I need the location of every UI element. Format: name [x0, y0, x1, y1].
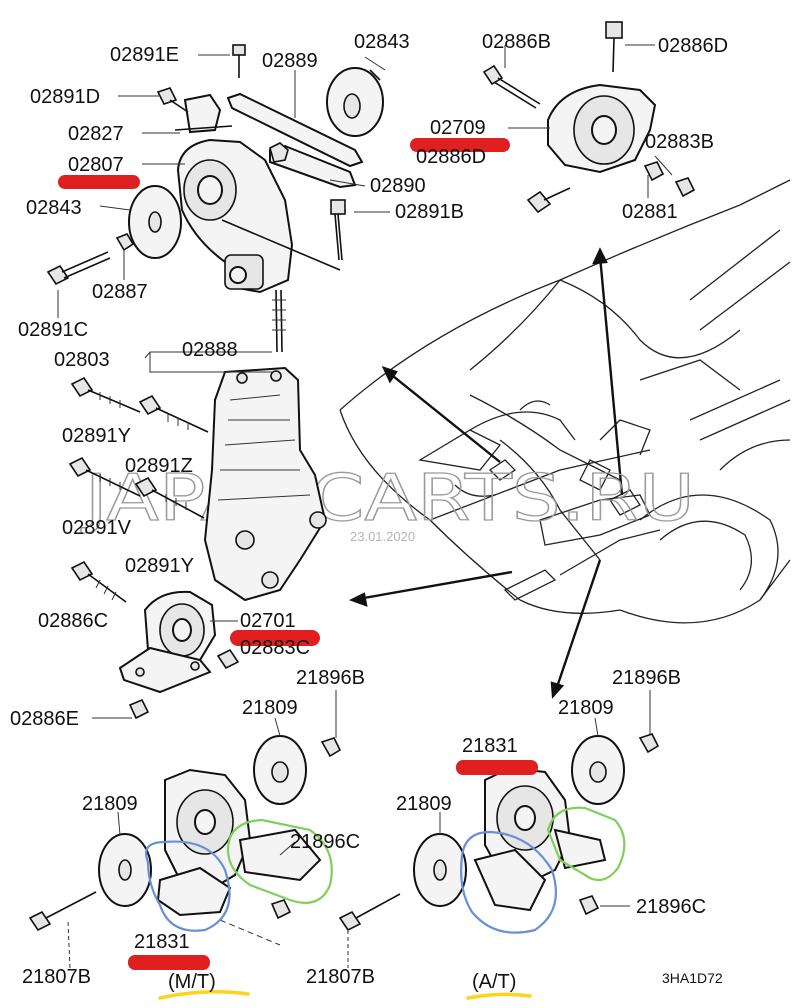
red-highlight-21831-mt: [128, 955, 210, 970]
car-body-sketch: [339, 179, 791, 624]
label-02886E: 02886E: [10, 708, 79, 730]
annotations: [58, 138, 626, 1000]
yellow-underline-at: [466, 992, 532, 1000]
label-02883B: 02883B: [645, 131, 714, 153]
transmission-mount-mt: [28, 735, 401, 969]
label-02827: 02827: [68, 123, 124, 145]
engine-mount-upper-left: [46, 44, 384, 353]
label-21896B-left: 21896B: [296, 667, 365, 689]
yellow-underline-mt: [158, 990, 250, 1000]
label-02701: 02701: [240, 610, 296, 632]
engine-bracket-02803: [68, 366, 327, 603]
blue-circle-mt: [144, 840, 231, 932]
label-21896C-mt: 21896C: [290, 831, 360, 853]
label-mt: (M/T): [168, 971, 216, 993]
part-labels: 02891E 02889 02843 02886B 02886D 02891D …: [10, 31, 728, 993]
label-02891Y-2: 02891Y: [125, 555, 194, 577]
red-highlight-02807: [58, 175, 140, 189]
label-02891D: 02891D: [30, 86, 100, 108]
blue-circle-at: [460, 830, 557, 934]
label-21896B-right: 21896B: [612, 667, 681, 689]
label-02891Z: 02891Z: [125, 455, 193, 477]
label-02886D-top: 02886D: [658, 35, 728, 57]
label-02886C: 02886C: [38, 610, 108, 632]
transmission-mount-at: [413, 733, 660, 916]
label-02709: 02709: [430, 117, 486, 139]
green-circle-mt: [226, 818, 333, 904]
red-highlight-21831-at: [456, 760, 538, 775]
label-21896C-at: 21896C: [636, 896, 706, 918]
watermark-text: JAPANCARTS.RU: [80, 462, 695, 536]
label-02891Y-1: 02891Y: [62, 425, 131, 447]
label-02883C: 02883C: [240, 637, 310, 659]
label-diagram-code: 3HA1D72: [662, 970, 723, 986]
leader-lines: [57, 44, 673, 907]
label-at: (A/T): [472, 971, 516, 993]
date-stamp: 23.01.2020: [350, 529, 415, 544]
label-21809-at-left: 21809: [396, 793, 452, 815]
red-highlight-02709: [410, 138, 510, 152]
label-02891B: 02891B: [395, 201, 464, 223]
pointer-arrows: [348, 247, 624, 699]
label-21831-at: 21831: [462, 735, 518, 757]
label-02891V: 02891V: [62, 517, 132, 539]
label-02881: 02881: [622, 201, 678, 223]
label-21831-mt: 21831: [134, 931, 190, 953]
label-02889: 02889: [262, 50, 318, 72]
label-02887: 02887: [92, 281, 148, 303]
label-02807: 02807: [68, 154, 124, 176]
transmission-mount-02709: [482, 21, 696, 214]
label-02886B: 02886B: [482, 31, 551, 53]
red-highlight-02701: [230, 630, 320, 646]
label-21807B-2: 21807B: [306, 966, 375, 988]
label-21809-at-top: 21809: [558, 697, 614, 719]
engine-mount-02701: [118, 590, 240, 720]
label-21809-mt-left: 21809: [82, 793, 138, 815]
green-circle-at: [546, 806, 626, 882]
label-02891E: 02891E: [110, 44, 179, 66]
label-02890: 02890: [370, 175, 426, 197]
label-02803: 02803: [54, 349, 110, 371]
label-21809-mt-top: 21809: [242, 697, 298, 719]
label-02891C: 02891C: [18, 319, 88, 341]
label-21807B-1: 21807B: [22, 966, 91, 988]
label-02888: 02888: [182, 339, 238, 361]
label-02843-left: 02843: [26, 197, 82, 219]
label-02843-top: 02843: [354, 31, 410, 53]
label-02886D-mid: 02886D: [416, 146, 486, 168]
